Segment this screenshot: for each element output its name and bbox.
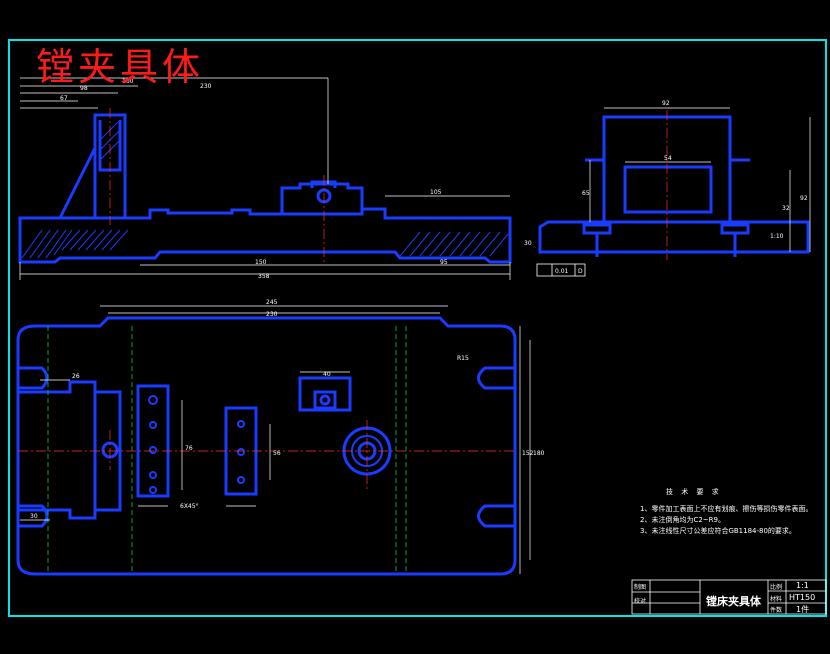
side-view-dimensions [589,107,811,252]
svg-text:R15: R15 [457,355,469,362]
svg-text:230: 230 [200,83,212,90]
scale-value: 1:1 [796,581,809,590]
svg-text:230: 230 [266,311,278,318]
drawn-by-label: 制图 [634,584,647,591]
svg-text:54: 54 [664,155,672,162]
technical-requirements: 技 术 要 求 1、零件加工表面上不应有划痕、擦伤等损伤零件表面。 2、未注倒角… [640,487,812,537]
svg-text:105: 105 [430,189,442,196]
svg-text:1:10: 1:10 [770,233,784,240]
tolerance-value: 0.01 [555,268,569,275]
title-block [631,579,827,615]
svg-text:95: 95 [440,259,448,266]
svg-text:76: 76 [185,445,193,452]
side-view [538,115,810,257]
svg-text:245: 245 [266,299,278,306]
checked-by-label: 校对 [634,598,647,605]
svg-text:358: 358 [258,273,270,280]
drawing-border [8,39,827,617]
requirement-item: 3、未注线性尺寸公差应符合GB1184-80的要求。 [640,527,796,535]
svg-text:65: 65 [582,190,590,197]
svg-text:40: 40 [323,371,331,378]
front-view [18,113,512,264]
svg-text:160: 160 [122,78,134,85]
svg-text:26: 26 [72,373,80,380]
svg-text:30: 30 [30,513,38,520]
quantity-label: 件数 [770,607,783,614]
svg-text:152: 152 [522,450,534,457]
plan-view-labels: 245 230 40 26 30 76 56 152 180 6X45° R15 [30,299,545,520]
part-name: 镗床夹具体 [706,595,761,608]
material-value: HT150 [789,593,816,602]
svg-text:150: 150 [255,259,267,266]
svg-text:92: 92 [800,195,808,202]
front-view-dimensions [19,77,511,280]
plan-view-hidden-lines [47,326,407,574]
side-view-labels: 92 54 65 92 32 1:10 [582,100,808,240]
front-view-hatching [21,121,509,259]
tolerance-frame [536,263,586,277]
plan-view-dimensions [20,305,531,574]
svg-text:180: 180 [533,450,545,457]
svg-text:30: 30 [524,240,532,247]
quantity-value: 1件 [796,605,810,614]
svg-text:67: 67 [60,95,68,102]
datum-label: D [578,268,583,275]
plan-view [16,316,517,576]
svg-text:92: 92 [662,100,670,107]
drawing-title: 镗夹具体 [36,45,205,89]
technical-requirements-heading: 技 术 要 求 [666,488,722,496]
svg-text:6X45°: 6X45° [180,503,199,510]
material-label: 材料 [770,596,783,603]
svg-text:98: 98 [80,85,88,92]
plan-view-centerlines [18,420,515,490]
scale-label: 比例 [770,584,783,591]
requirement-item: 1、零件加工表面上不应有划痕、擦伤等损伤零件表面。 [640,505,813,513]
front-view-labels: 67 98 160 230 105 150 358 95 30 [60,78,532,280]
requirement-item: 2、未注倒角均为C2~R9。 [640,516,725,524]
front-view-centerlines [109,108,325,262]
svg-text:56: 56 [273,450,281,457]
svg-text:32: 32 [782,205,790,212]
